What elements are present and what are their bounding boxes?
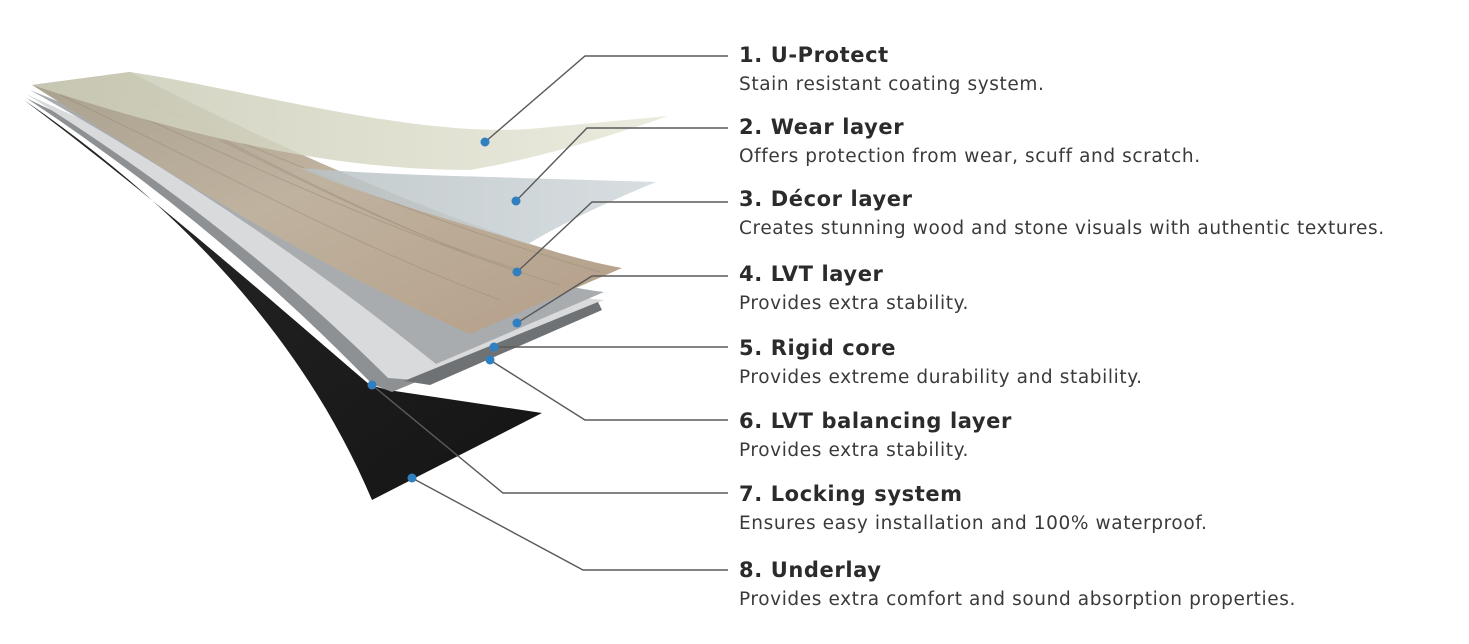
layer-description: Provides extreme durability and stabilit… bbox=[739, 367, 1143, 388]
leader-line-7 bbox=[371, 384, 728, 494]
lvt-balancing-shape bbox=[404, 302, 602, 385]
marker-dot-7 bbox=[367, 380, 377, 390]
u-protect-shape bbox=[32, 72, 668, 170]
underlay-layer-shape bbox=[24, 100, 542, 500]
layer-title: 2. Wear layer bbox=[739, 115, 905, 139]
layer-title: 7. Locking system bbox=[739, 482, 963, 506]
wear-layer-shape bbox=[300, 168, 656, 244]
layer-title: 3. Décor layer bbox=[739, 187, 913, 211]
leader-line-6 bbox=[489, 359, 728, 421]
marker-dot-4 bbox=[512, 318, 522, 328]
layer-label-5: 5. Rigid core Provides extreme durabilit… bbox=[739, 335, 1143, 390]
leader-lines bbox=[371, 55, 728, 571]
leader-line-8 bbox=[411, 477, 728, 571]
layer-title: 5. Rigid core bbox=[739, 336, 897, 360]
marker-dot-1 bbox=[480, 137, 490, 147]
marker-dots bbox=[367, 137, 522, 483]
marker-dot-6 bbox=[485, 355, 495, 365]
layer-label-4: 4. LVT layer Provides extra stability. bbox=[739, 261, 969, 316]
layer-description: Provides extra comfort and sound absorpt… bbox=[739, 589, 1296, 610]
leader-line-1 bbox=[484, 55, 728, 143]
leader-line-4 bbox=[516, 275, 728, 324]
layer-label-2: 2. Wear layer Offers protection from wea… bbox=[739, 114, 1201, 169]
layer-description: Ensures easy installation and 100% water… bbox=[739, 513, 1208, 534]
layer-label-3: 3. Décor layer Creates stunning wood and… bbox=[739, 186, 1385, 241]
marker-dot-5 bbox=[489, 342, 499, 352]
layer-label-1: 1. U-Protect Stain resistant coating sys… bbox=[739, 42, 1044, 97]
layer-description: Offers protection from wear, scuff and s… bbox=[739, 146, 1201, 167]
layer-label-7: 7. Locking system Ensures easy installat… bbox=[739, 481, 1207, 536]
marker-dot-3 bbox=[512, 267, 522, 277]
layer-title: 4. LVT layer bbox=[739, 262, 884, 286]
layer-title: 8. Underlay bbox=[739, 558, 882, 582]
layer-description: Provides extra stability. bbox=[739, 440, 969, 461]
leader-line-3 bbox=[516, 201, 728, 273]
decor-layer-shape bbox=[32, 72, 622, 334]
leader-line-2 bbox=[515, 127, 728, 202]
layer-description: Creates stunning wood and stone visuals … bbox=[739, 218, 1385, 239]
layer-label-6: 6. LVT balancing layer Provides extra st… bbox=[739, 408, 1012, 463]
layer-label-8: 8. Underlay Provides extra comfort and s… bbox=[739, 557, 1296, 612]
marker-dot-8 bbox=[407, 473, 417, 483]
layer-description: Stain resistant coating system. bbox=[739, 74, 1045, 95]
layer-title: 1. U-Protect bbox=[739, 43, 889, 67]
layer-title: 6. LVT balancing layer bbox=[739, 409, 1012, 433]
layer-description: Provides extra stability. bbox=[739, 293, 969, 314]
marker-dot-2 bbox=[511, 196, 521, 206]
